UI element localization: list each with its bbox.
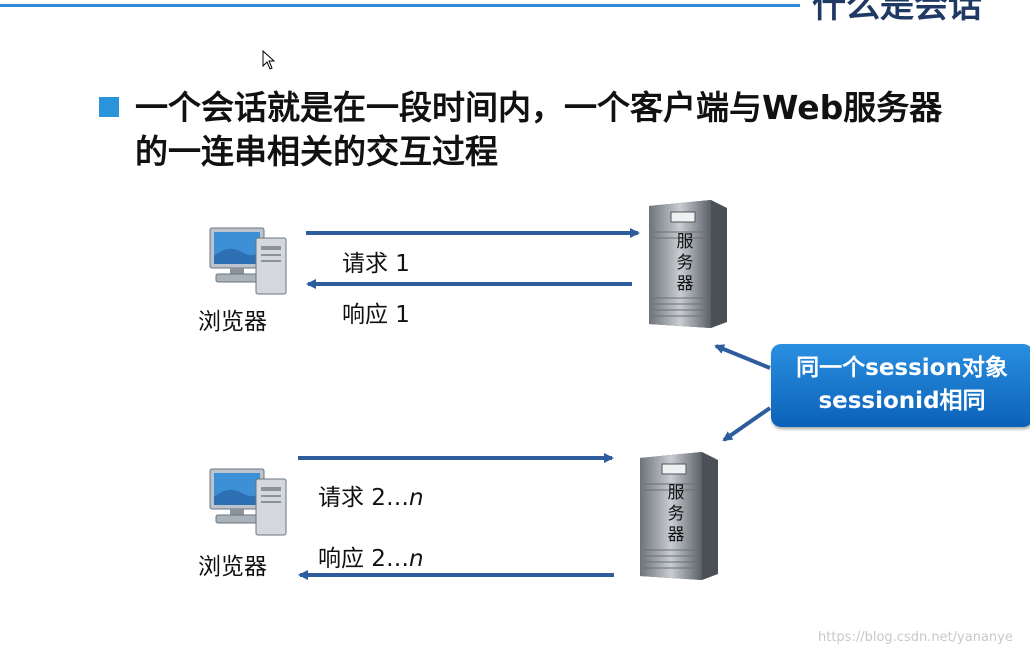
computer-icon — [208, 226, 290, 300]
request-label: 请求 1 — [342, 251, 410, 277]
bullet-square-icon — [99, 97, 119, 117]
request-label: 请求 2…n — [318, 478, 424, 512]
request-n: n — [408, 485, 424, 511]
session-callout: 同一个session对象 sessionid相同 — [771, 344, 1030, 427]
title-rule — [0, 4, 800, 7]
response-label: 响应 1 — [342, 302, 410, 328]
response-n: n — [408, 546, 424, 572]
response-label: 响应 2…n — [318, 539, 424, 573]
callout-arrow-up-icon — [714, 344, 771, 370]
mouse-cursor-icon — [262, 49, 276, 74]
callout-line-1: 同一个session对象 — [796, 355, 1008, 381]
slide-title: 什么是会话 — [812, 0, 982, 26]
bullet-text: 一个会话就是在一段时间内，一个客户端与Web服务器的一连串相关的交互过程 — [135, 88, 943, 171]
server-label: 服务器 — [667, 483, 685, 545]
callout-line-2: sessionid相同 — [818, 388, 986, 414]
callout-arrow-down-icon — [722, 406, 772, 442]
response-prefix: 响应 2… — [318, 546, 409, 572]
watermark: https://blog.csdn.net/yananye — [818, 630, 1013, 645]
server-label: 服务器 — [676, 232, 694, 294]
browser-label: 浏览器 — [198, 309, 267, 335]
server-icon — [645, 198, 729, 332]
request-prefix: 请求 2… — [318, 485, 409, 511]
browser-label: 浏览器 — [198, 554, 267, 580]
computer-icon — [208, 467, 290, 541]
server-icon — [636, 450, 720, 584]
